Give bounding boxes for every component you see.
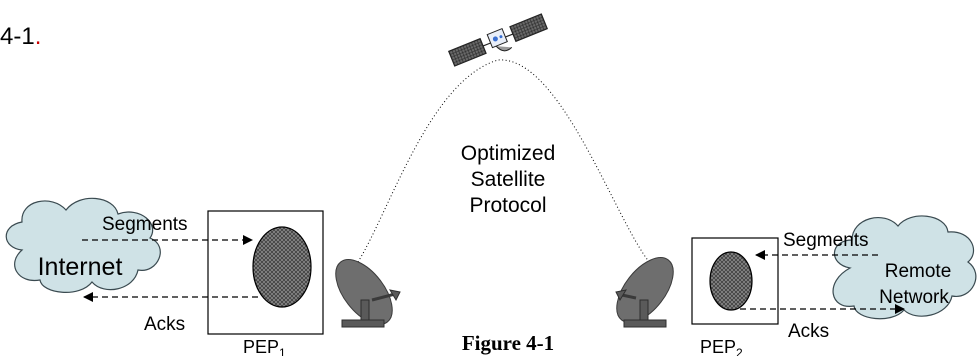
right-acks-label: Acks xyxy=(788,321,829,342)
figure-caption: Figure 4-1 xyxy=(462,331,554,355)
center-label-line2: Satellite xyxy=(471,168,546,191)
pep1-ellipse xyxy=(252,226,312,308)
svg-text:PEP1: PEP1 xyxy=(243,337,286,356)
pep2-ellipse xyxy=(709,251,753,311)
top-text-ref: 4-1 xyxy=(0,23,35,50)
svg-text:4-1.: 4-1. xyxy=(0,23,41,50)
pep1-label: PEP xyxy=(243,337,279,356)
pep2-label: PEP xyxy=(700,337,736,356)
satellite-link-path xyxy=(357,59,651,264)
remote-network-label-line1: Remote xyxy=(885,261,952,282)
svg-text:PEP2: PEP2 xyxy=(700,337,743,356)
satellite-dish-icon xyxy=(615,257,674,328)
internet-label: Internet xyxy=(38,253,123,281)
top-crop-mask xyxy=(0,0,977,12)
remote-network-label-line2: Network xyxy=(879,287,949,308)
satellite-dish-icon xyxy=(335,259,401,328)
center-label-line3: Protocol xyxy=(469,194,546,217)
left-acks-label: Acks xyxy=(144,314,185,335)
remote-network-cloud-icon xyxy=(832,215,977,320)
right-segments-label: Segments xyxy=(783,230,869,251)
left-segments-label: Segments xyxy=(102,214,188,235)
center-label-line1: Optimized xyxy=(461,142,556,165)
top-text-period: . xyxy=(35,23,42,50)
satellite-icon xyxy=(447,13,549,67)
pep1-subscript: 1 xyxy=(279,346,286,356)
internet-cloud-icon xyxy=(5,197,161,293)
pep2-subscript: 2 xyxy=(736,346,743,356)
